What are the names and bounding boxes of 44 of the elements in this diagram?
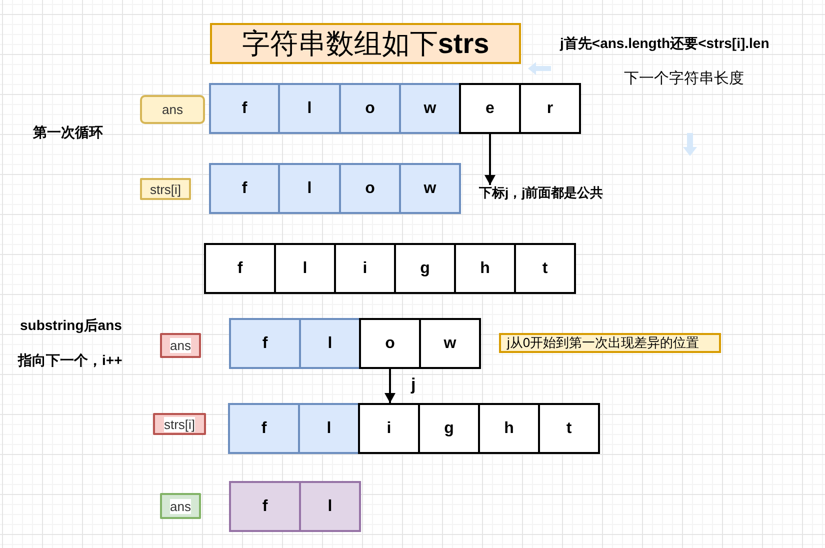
array-cell: h [454,243,516,294]
variable-tag: strs[i] [140,178,191,200]
array-cell: f [228,403,300,454]
array-cell: w [419,318,481,369]
variable-tag: ans [160,493,201,519]
array-cell: f [204,243,276,294]
annotation-text: 下一个字符串长度 [624,70,744,88]
array-cell: l [299,318,361,369]
array-cell: o [339,83,401,134]
array-cell: l [299,481,361,532]
variable-tag: ans [160,333,201,358]
array-cell: i [358,403,420,454]
array-cell: h [478,403,540,454]
array-cell: l [274,243,336,294]
array-cell: i [334,243,396,294]
array-cell: g [394,243,456,294]
variable-tag: strs[i] [153,413,206,435]
edge-label: j [411,375,416,396]
note-box: j从0开始到第一次出现差异的位置 [499,333,721,353]
annotation-text: 指向下一个，i++ [18,352,122,369]
array-cell: w [399,83,461,134]
array-cell: t [514,243,576,294]
array-cell: f [209,163,280,214]
annotation-text: substring后ans [20,317,122,334]
array-cell: g [418,403,480,454]
variable-tag: ans [140,95,205,124]
arrow [484,133,496,185]
array-cell: w [399,163,461,214]
annotation-text: 第一次循环 [33,124,103,141]
array-cell: l [298,403,360,454]
array-cell: l [278,83,341,134]
array-cell: e [459,83,521,134]
array-cell: r [519,83,581,134]
array-cell: f [229,318,301,369]
array-cell: t [538,403,600,454]
note-text: 下标j，j前面都是公共 [479,185,624,203]
array-cell: o [339,163,401,214]
title-banner: 字符串数组如下strs [210,23,521,64]
array-cell: o [359,318,421,369]
array-cell: f [229,481,301,532]
annotation-text: j首先<ans.length还要<strs[i].len [560,35,770,52]
array-cell: l [278,163,341,214]
array-cell: f [209,83,280,134]
arrow [384,368,396,403]
